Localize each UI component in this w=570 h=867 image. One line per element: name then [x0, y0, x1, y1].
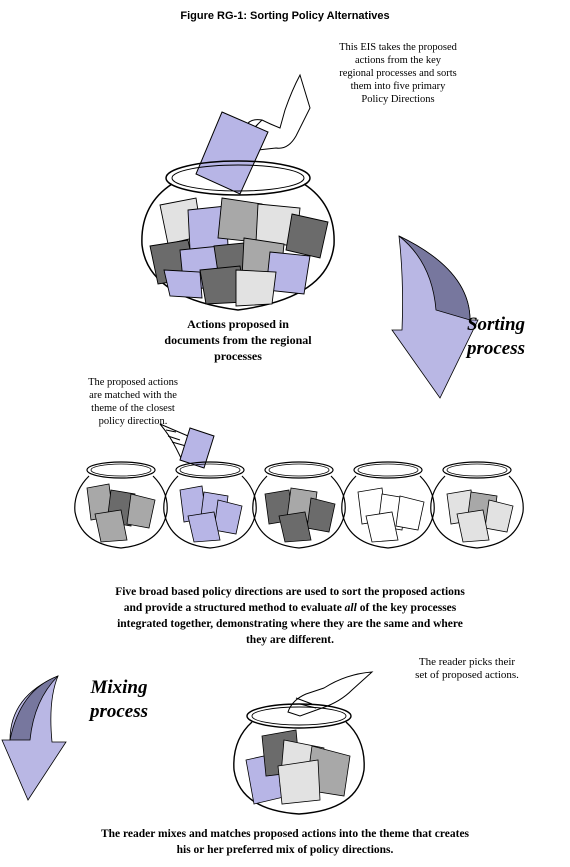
caption-line: Five broad based policy directions are u…	[40, 584, 540, 600]
reader-note-line: The reader picks their	[392, 656, 542, 669]
bottom-caption: The reader mixes and matches proposed ac…	[24, 826, 546, 858]
hand-icon	[160, 424, 214, 468]
caption-line: The reader mixes and matches proposed ac…	[24, 826, 546, 842]
caption-line: integrated together, demonstrating where…	[40, 616, 540, 632]
match-note-line: theme of the closest	[62, 402, 204, 415]
fishbowl-icon	[75, 462, 167, 548]
policy-bowls-row	[75, 462, 523, 548]
top-note-line: Policy Directions	[312, 93, 484, 106]
bowl-caption: Actions proposed in documents from the r…	[118, 316, 358, 364]
hand-icon	[196, 75, 310, 194]
caption-segment: of the key processes	[357, 602, 456, 614]
sorting-process-label: Sorting process	[446, 313, 546, 361]
fishbowl-icon	[431, 462, 523, 548]
caption-line: his or her preferred mix of policy direc…	[24, 842, 546, 858]
reader-note-line: set of proposed actions.	[392, 669, 542, 682]
match-note-line: policy direction.	[62, 415, 204, 428]
match-note: The proposed actions are matched with th…	[62, 376, 204, 428]
top-note-line: actions from the key	[312, 54, 484, 67]
caption-emphasis: all	[345, 602, 357, 614]
reader-note: The reader picks their set of proposed a…	[392, 656, 542, 682]
match-note-line: are matched with the	[62, 389, 204, 402]
top-note-line: This EIS takes the proposed	[312, 41, 484, 54]
mixing-label-line: process	[64, 700, 174, 724]
top-note-line: them into five primary	[312, 80, 484, 93]
five-directions-caption: Five broad based policy directions are u…	[40, 584, 540, 648]
fishbowl-icon	[164, 462, 256, 548]
curved-arrow-icon	[2, 676, 66, 800]
mixing-label-line: Mixing	[64, 676, 174, 700]
caption-segment: and provide a structured method to evalu…	[124, 602, 345, 614]
top-note-line: regional processes and sorts	[312, 67, 484, 80]
sorting-label-line: process	[446, 337, 546, 361]
bowl-caption-line: processes	[118, 348, 358, 364]
sorting-label-line: Sorting	[446, 313, 546, 337]
mixing-process-label: Mixing process	[64, 676, 174, 724]
fishbowl-icon	[253, 462, 345, 548]
fishbowl-icon	[342, 462, 434, 548]
fishbowl-icon	[234, 704, 364, 814]
top-note: This EIS takes the proposed actions from…	[312, 41, 484, 106]
match-note-line: The proposed actions	[62, 376, 204, 389]
bowl-caption-line: Actions proposed in	[118, 316, 358, 332]
caption-line: and provide a structured method to evalu…	[40, 600, 540, 616]
caption-line: they are different.	[40, 632, 540, 648]
bowl-caption-line: documents from the regional	[118, 332, 358, 348]
